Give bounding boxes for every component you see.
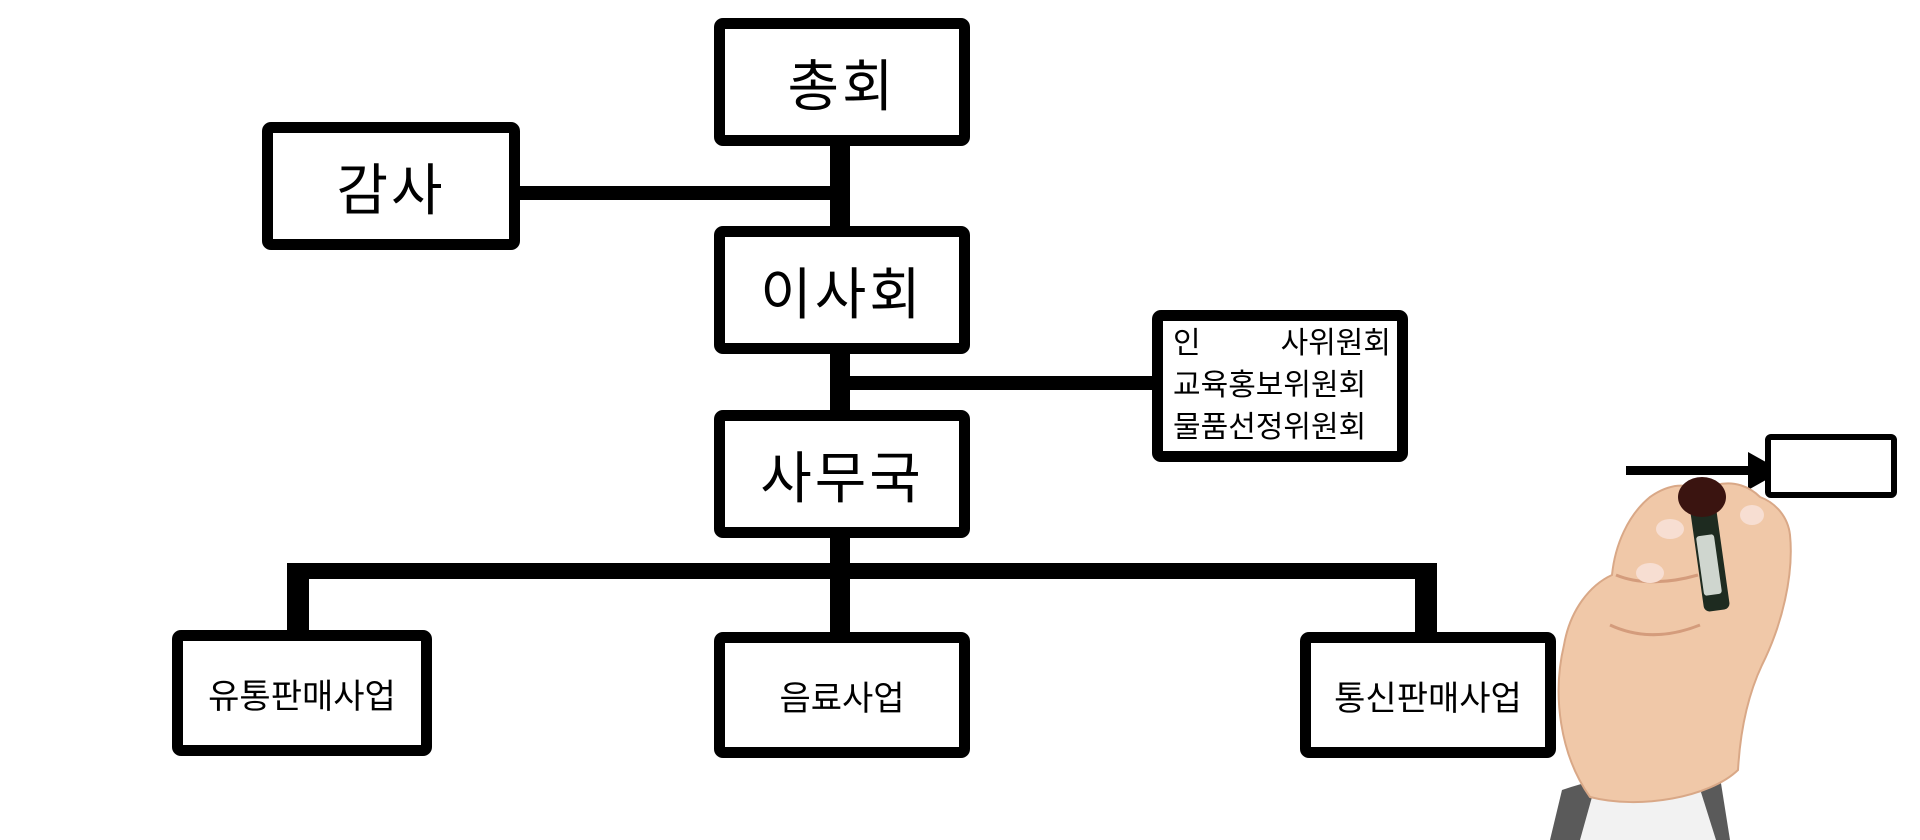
- secretariat-box: 사무국: [714, 410, 970, 538]
- hand-shape: [1557, 482, 1792, 803]
- committee-personnel-part2: 사위원회: [1280, 326, 1391, 361]
- connector-trunk-bottom: [830, 532, 850, 634]
- committee-education: 교육홍보위원회: [1173, 365, 1391, 407]
- department-mailorder-box: 통신판매사업: [1300, 632, 1556, 758]
- board-label: 이사회: [760, 262, 924, 328]
- connector-committees: [840, 376, 1160, 390]
- committee-education-label: 교육홍보위원회: [1173, 368, 1367, 403]
- general-assembly-label: 총회: [787, 54, 897, 120]
- committee-goods-label: 물품선정위원회: [1173, 410, 1367, 445]
- department-distribution-box: 유통판매사업: [172, 630, 432, 756]
- audit-label: 감사: [336, 158, 446, 224]
- department-mailorder-label: 통신판매사업: [1334, 678, 1522, 719]
- audit-box: 감사: [262, 122, 520, 250]
- department-beverage-label: 음료사업: [779, 678, 905, 719]
- connector-right-drop: [1415, 563, 1437, 635]
- general-assembly-box: 총회: [714, 18, 970, 146]
- board-box: 이사회: [714, 226, 970, 354]
- department-beverage-box: 음료사업: [714, 632, 970, 758]
- committees-box: 인 사위원회 교육홍보위원회 물품선정위원회: [1152, 310, 1408, 462]
- hand-holding-marker-icon: [1550, 434, 1897, 840]
- connector-audit: [514, 186, 840, 200]
- secretariat-label: 사무국: [760, 446, 924, 512]
- connector-horizontal-bus: [287, 563, 1437, 579]
- arrow-shaft: [1626, 466, 1756, 475]
- marker-cap: [1678, 477, 1726, 517]
- committee-goods: 물품선정위원회: [1173, 407, 1391, 449]
- department-distribution-label: 유통판매사업: [208, 676, 396, 717]
- connector-trunk-top: [830, 140, 850, 240]
- connector-left-drop: [287, 563, 309, 635]
- drawn-small-box: [1765, 434, 1897, 498]
- committee-personnel: 인 사위원회: [1173, 323, 1391, 365]
- committee-personnel-part1: 인: [1173, 326, 1201, 361]
